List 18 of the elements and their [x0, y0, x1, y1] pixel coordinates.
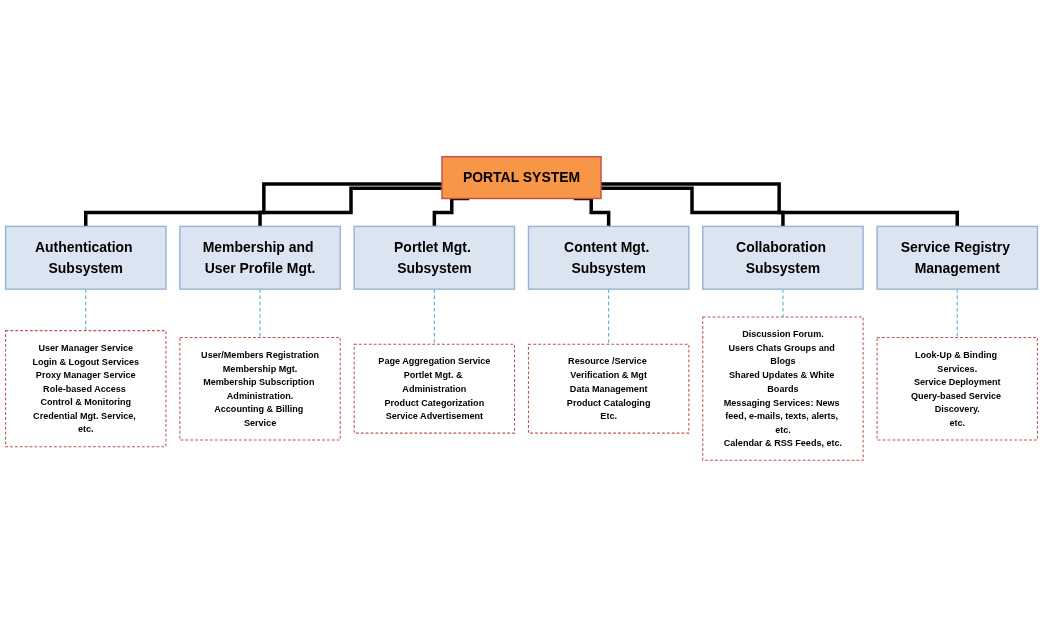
node-box: Authentication Subsystem — [4, 225, 167, 290]
connector — [956, 288, 958, 338]
node-box: Collaboration Subsystem — [702, 225, 864, 290]
node-box: Resource /Service Verification & Mgt Data Management Product Cataloging Etc. — [527, 343, 690, 434]
node-box: Membership and User Profile Mgt. — [179, 225, 341, 290]
node-box: Portlet Mgt. Subsystem — [353, 225, 516, 290]
connector — [433, 288, 435, 345]
node-box: User Manager Service Login & Logout Services Proxy Manager Service Role-based Access Control & Monitoring Credential Mgt. Service, etc. — [5, 330, 167, 448]
connector — [608, 288, 610, 345]
connector — [85, 288, 87, 332]
node-box: Service Registry Management — [876, 225, 1039, 290]
node-box: Page Aggregation Service Portlet Mgt. & Administration Product Categorization Service Advertisement — [353, 343, 516, 434]
node-box: Look-Up & Binding Services. Service Deployment Query-based Service Discovery. etc. — [876, 336, 1038, 441]
node-box: User/Members Registration Membership Mgt. Membership Subscription Administration. Accounting & Billing Service — [179, 336, 341, 441]
node-box: Content Mgt. Subsystem — [527, 225, 690, 290]
node-box: Discussion Forum. Users Chats Groups and Blogs Shared Updates & White Boards Messaging Services: News feed, e-mails, texts, alerts, etc. Calendar & RSS Feeds, etc. — [702, 316, 864, 461]
connector — [259, 288, 261, 338]
node-box: PORTAL SYSTEM — [441, 156, 602, 200]
